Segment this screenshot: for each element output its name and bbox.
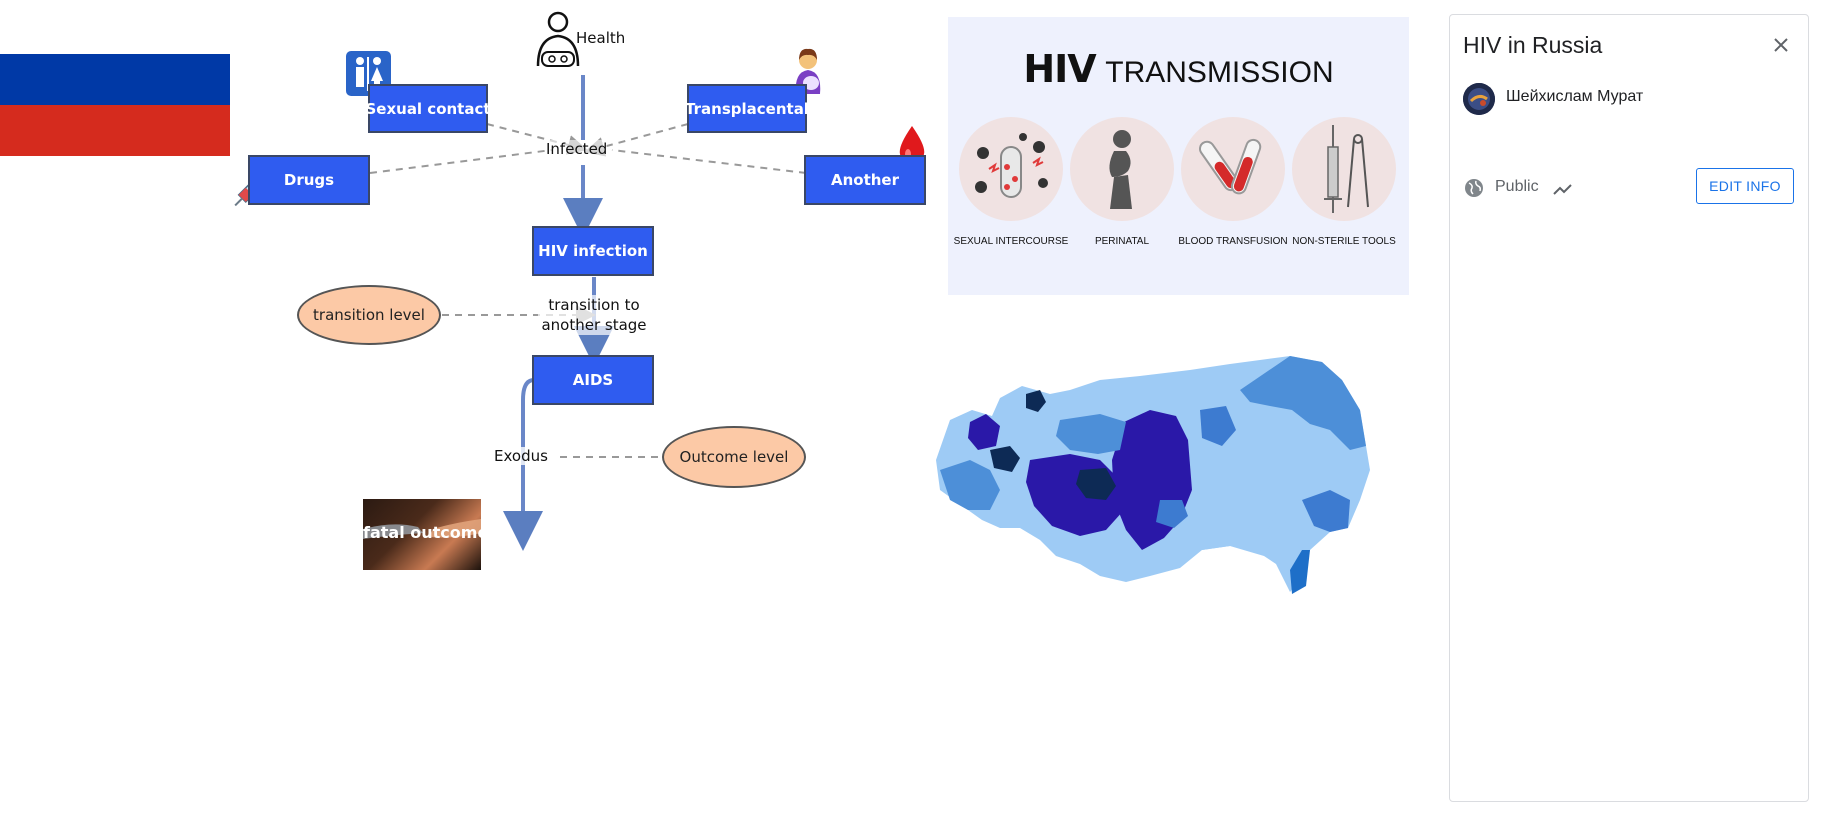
russian-flag-image[interactable] (0, 54, 230, 156)
fatal-outcome-image[interactable]: fatal outcome (363, 499, 481, 570)
caption-sexual-intercourse: SEXUAL INTERCOURSE (953, 236, 1069, 247)
hiv-infection-node[interactable]: HIV infection (532, 226, 654, 276)
infected-label: Infected (546, 140, 608, 158)
aids-node[interactable]: AIDS (532, 355, 654, 405)
pregnant-woman-icon[interactable] (788, 48, 828, 96)
trending-icon[interactable] (1552, 180, 1574, 198)
blood-transfusion-icon (1181, 117, 1285, 221)
caption-perinatal: PERINATAL (1094, 236, 1150, 247)
health-icon[interactable] (528, 8, 588, 72)
drugs-node[interactable]: Drugs (248, 155, 370, 205)
edit-info-button[interactable]: EDIT INFO (1696, 168, 1794, 204)
caption-blood-transfusion: BLOOD TRANSFUSION (1178, 236, 1288, 247)
fatal-outcome-label: fatal outcome (363, 523, 481, 542)
transition-edge-label: transition to another stage (538, 295, 650, 335)
russia-map-image[interactable] (930, 350, 1375, 600)
another-edge (611, 149, 807, 174)
perinatal-icon (1070, 117, 1174, 221)
sexual-intercourse-icon (959, 117, 1063, 221)
flag-blue-stripe (0, 54, 230, 105)
non-sterile-tools-icon (1292, 117, 1396, 221)
sexual-contact-node[interactable]: Sexual contact (365, 84, 491, 133)
aids-to-fatal-edge (503, 378, 543, 551)
health-label: Health (576, 29, 626, 47)
author-name[interactable]: Шейхислам Мурат (1506, 88, 1644, 105)
hiv-transmission-image[interactable]: HIV TRANSMISSION (948, 17, 1409, 295)
diagram-canvas[interactable]: Health Infected Sexual contact Transplac… (0, 0, 1440, 822)
caption-non-sterile-tools: NON-STERILE TOOLS (1292, 236, 1396, 247)
visibility-label: Public (1495, 178, 1539, 195)
transmission-title: HIV TRANSMISSION (1023, 47, 1334, 91)
transition-level-node[interactable]: transition level (297, 285, 441, 345)
outcome-level-node[interactable]: Outcome level (662, 426, 806, 488)
author-avatar[interactable] (1463, 83, 1495, 115)
exodus-label: Exodus (494, 447, 548, 465)
another-node[interactable]: Another (804, 155, 926, 205)
panel-title: HIV in Russia (1463, 32, 1603, 58)
close-button[interactable] (1767, 31, 1795, 59)
info-panel: HIV in Russia Шейхислам Мурат Public EDI… (1449, 14, 1809, 802)
flag-red-stripe (0, 105, 230, 156)
globe-icon (1463, 177, 1485, 199)
transplacental-edge (584, 123, 689, 157)
drugs-edge (369, 149, 553, 174)
close-icon (1774, 38, 1788, 52)
transplacental-node[interactable]: Transplacental (685, 84, 809, 133)
